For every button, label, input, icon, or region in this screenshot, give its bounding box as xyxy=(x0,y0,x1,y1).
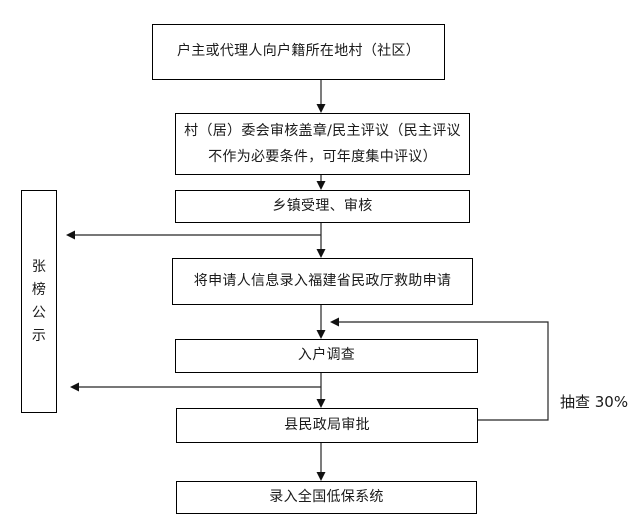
arrow-county-to-national-system xyxy=(316,443,326,481)
spot-check-annotation: 抽查 30% xyxy=(560,393,629,411)
node-home-visit-label: 入户调查 xyxy=(297,347,356,364)
node-national-system-label: 录入全国低保系统 xyxy=(269,488,384,505)
arrow-applicant-to-village xyxy=(316,80,326,113)
arrow-home-visit-to-public-notice xyxy=(70,382,321,392)
node-national-system: 录入全国低保系统 xyxy=(176,481,477,514)
arrow-township-to-public-notice xyxy=(66,230,321,240)
node-info-entry-label: 将申请人信息录入福建省民政厅救助申请 xyxy=(193,272,452,289)
arrow-info-entry-to-home-visit xyxy=(316,305,326,339)
node-village-committee-line2: 不作为必要条件，可年度集中评议） xyxy=(208,149,437,165)
node-village-committee: 村（居）委会审核盖章/民主评议（民主评议 不作为必要条件，可年度集中评议） xyxy=(175,113,470,175)
arrow-home-visit-to-county xyxy=(316,373,326,408)
arrow-township-to-info-entry xyxy=(316,223,326,258)
node-public-notice: 张榜公示 xyxy=(21,190,57,413)
node-applicant: 户主或代理人向户籍所在地村（社区） xyxy=(152,24,445,80)
arrow-spot-check-loop xyxy=(330,317,549,421)
node-info-entry: 将申请人信息录入福建省民政厅救助申请 xyxy=(172,258,473,305)
node-county-approval: 县民政局审批 xyxy=(176,408,478,443)
arrow-village-to-township xyxy=(316,175,326,190)
node-village-committee-line1: 村（居）委会审核盖章/民主评议（民主评议 xyxy=(184,123,461,139)
node-village-committee-label: 村（居）委会审核盖章/民主评议（民主评议 不作为必要条件，可年度集中评议） xyxy=(184,118,461,170)
node-county-approval-label: 县民政局审批 xyxy=(284,416,370,433)
node-public-notice-label: 张榜公示 xyxy=(31,258,47,344)
node-home-visit: 入户调查 xyxy=(175,339,478,373)
node-applicant-label: 户主或代理人向户籍所在地村（社区） xyxy=(176,43,421,60)
node-township-review: 乡镇受理、审核 xyxy=(175,190,470,223)
node-township-review-label: 乡镇受理、审核 xyxy=(272,197,373,214)
